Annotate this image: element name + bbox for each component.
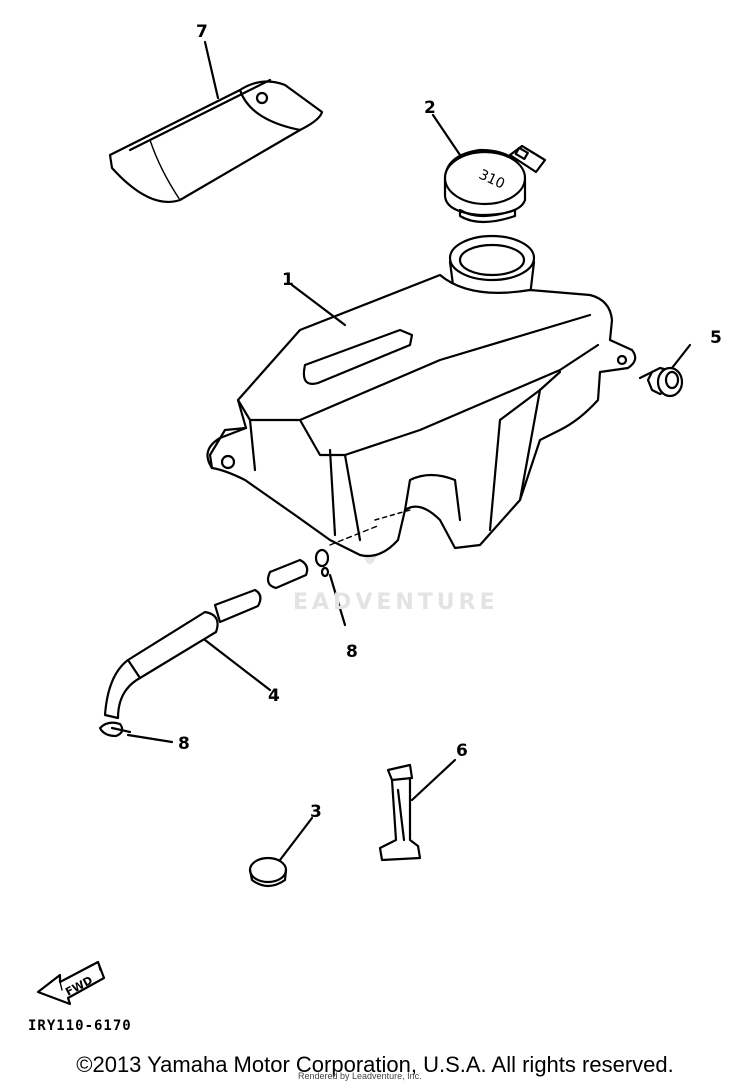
callout-2: 2: [424, 98, 436, 118]
callout-3: 3: [310, 802, 322, 822]
part-2-fuel-cap: 310: [443, 144, 547, 224]
diagram-part-code: IRY110-6170: [28, 1018, 132, 1034]
watermark-text: EADVENTURE: [293, 590, 499, 615]
copyright-notice: ©2013 Yamaha Motor Corporation, U.S.A. A…: [76, 1052, 674, 1077]
part-8-clip-upper: [314, 548, 347, 627]
callout-4: 4: [268, 686, 280, 706]
rendered-by-note: Rendered by Leadventure, Inc.: [298, 1071, 422, 1081]
part-1-fuel-tank: [206, 234, 637, 558]
callout-8-lower: 8: [178, 734, 190, 754]
callout-6: 6: [456, 741, 468, 761]
callout-1: 1: [282, 270, 294, 290]
part-6-strap: [378, 758, 457, 862]
part-7-fuel-bag: [108, 78, 324, 204]
part-5-bolt: [638, 343, 692, 398]
fwd-arrow-icon: FWD: [36, 960, 106, 1006]
part-8-clip-lower: [98, 721, 174, 744]
callout-7: 7: [196, 22, 208, 42]
callout-5: 5: [710, 328, 722, 348]
callout-8-upper: 8: [346, 642, 358, 662]
part-3-grommet: [248, 816, 314, 888]
part-4-fuel-hose: [103, 558, 309, 720]
